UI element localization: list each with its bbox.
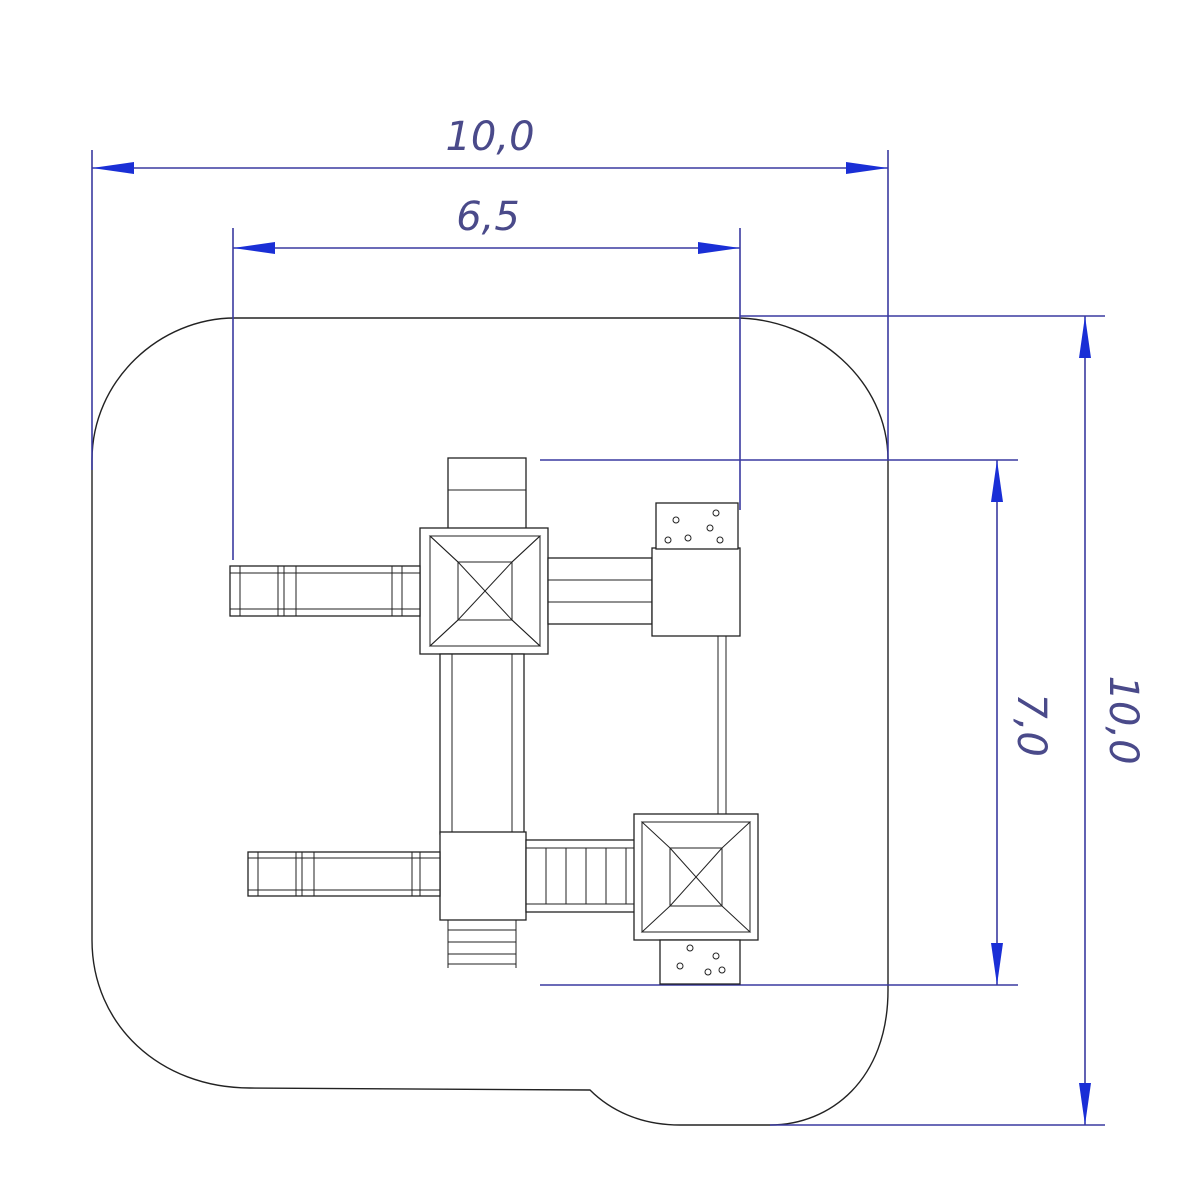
dimension-overall-depth: 10,0: [740, 315, 1146, 1126]
bridge-upper: [547, 557, 653, 625]
ladder-lower: [447, 920, 517, 968]
arrow-head: [233, 242, 275, 254]
arrow-head: [846, 162, 888, 174]
arrow-head: [1079, 1083, 1091, 1125]
arrow-head: [991, 943, 1003, 985]
bridge-vertical: [439, 653, 525, 835]
dimension-structure-depth: 7,0: [540, 459, 1054, 986]
dimension-structure-width: 6,5: [232, 194, 741, 560]
arrow-head: [991, 460, 1003, 502]
climbing-wall-upper: [655, 502, 739, 550]
platform-upper-right: [651, 547, 741, 637]
arrow-head: [1079, 316, 1091, 358]
bridge-lower: [525, 839, 637, 913]
post-right: [717, 636, 727, 815]
arrow-head: [92, 162, 134, 174]
arrow-head: [698, 242, 740, 254]
dimension-label-overall-width: 10,0: [445, 114, 534, 160]
tower-roof-upper: [419, 527, 549, 655]
dimension-label-overall-depth: 10,0: [1100, 675, 1146, 764]
dimension-label-structure-width: 6,5: [456, 194, 520, 240]
slide-lower: [247, 851, 441, 897]
top-ladder-section: [447, 457, 527, 531]
dimension-overall-width: 10,0: [91, 114, 889, 470]
slide-upper: [229, 565, 421, 617]
dimension-label-structure-depth: 7,0: [1008, 693, 1054, 757]
climbing-wall-lower: [659, 939, 741, 985]
safety-zone-outline: [91, 317, 889, 1126]
platform-lower-left: [439, 831, 527, 921]
tower-roof-lower: [633, 813, 759, 941]
